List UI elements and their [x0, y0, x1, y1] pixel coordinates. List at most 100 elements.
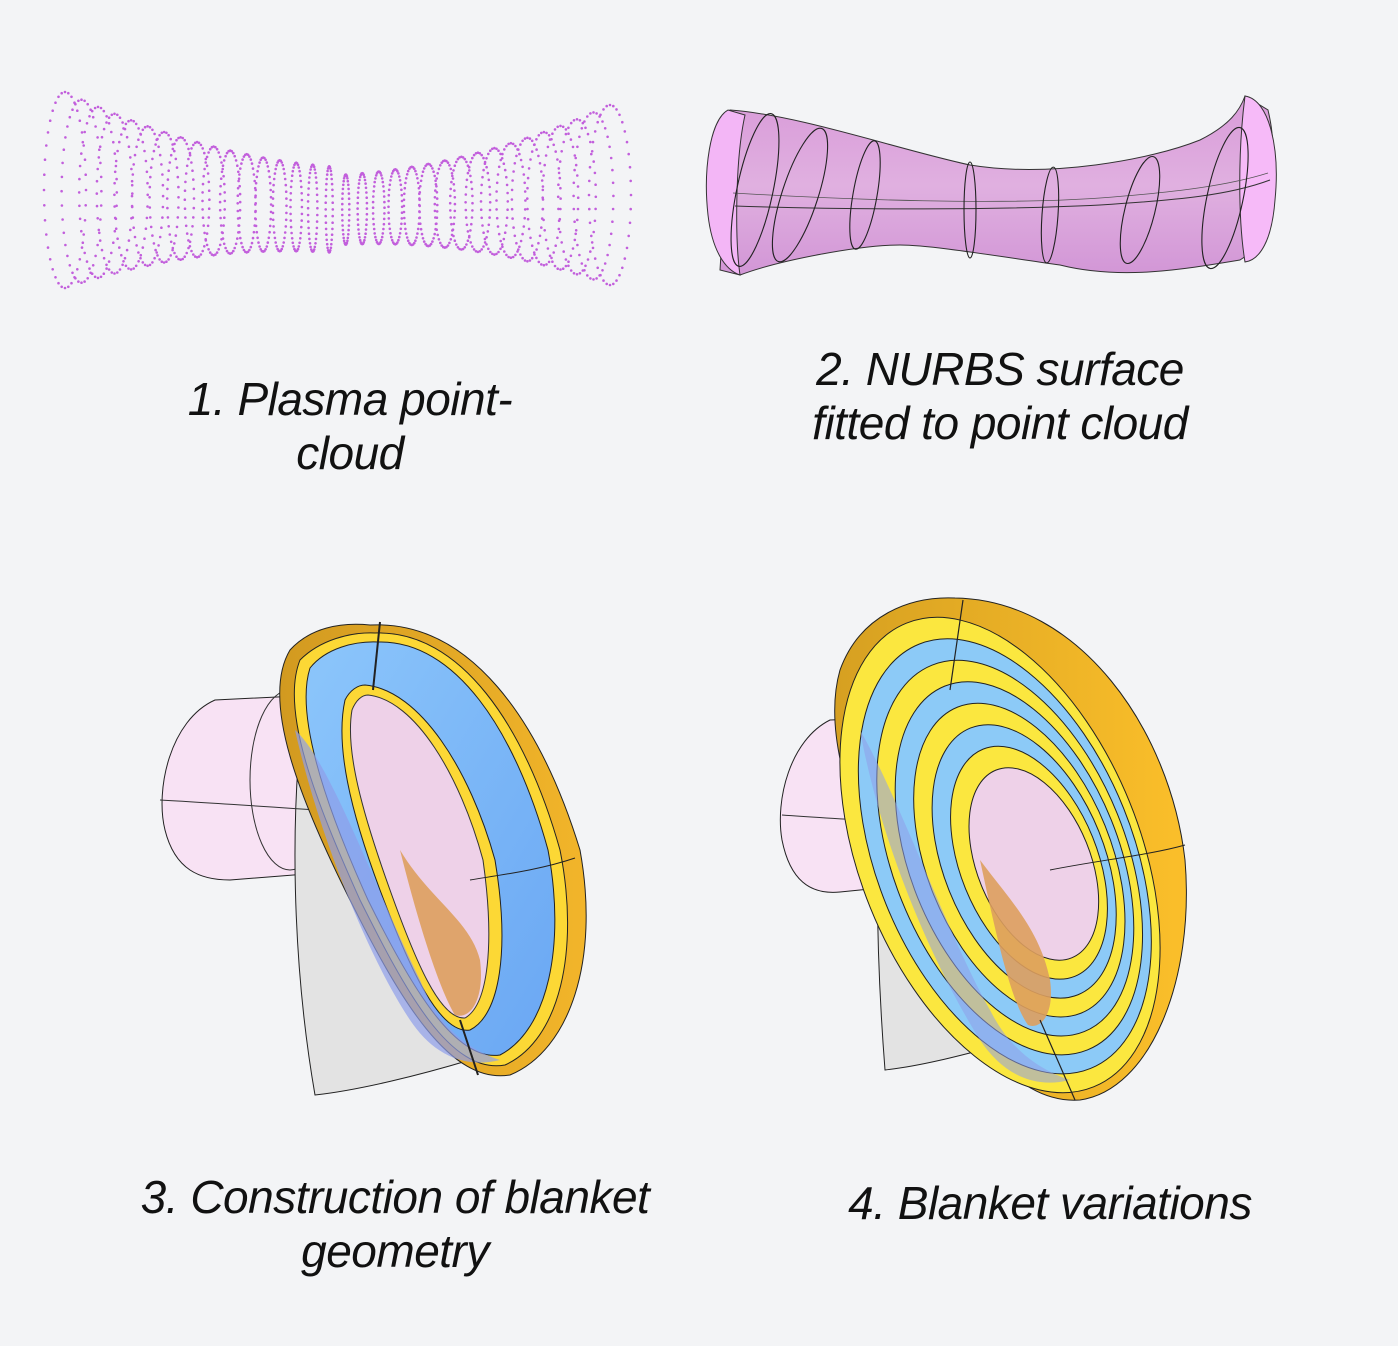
cloud-point [499, 158, 503, 162]
cloud-point [223, 199, 227, 203]
cloud-point [124, 264, 128, 268]
cloud-point [192, 197, 196, 200]
cloud-point [255, 230, 259, 234]
cloud-point [162, 261, 166, 264]
cloud-point [146, 205, 149, 208]
cloud-point [63, 90, 67, 94]
cloud-point [225, 249, 229, 253]
cloud-point [248, 248, 251, 252]
cloud-point [115, 204, 118, 208]
cloud-point [497, 250, 500, 254]
cloud-point [80, 229, 83, 233]
cloud-point [583, 120, 586, 123]
cloud-point [623, 257, 627, 260]
cloud-point [139, 132, 142, 136]
cloud-point [572, 181, 576, 185]
cloud-point [449, 194, 452, 198]
cloud-point [315, 181, 318, 184]
cloud-point [389, 232, 392, 235]
cloud-point [420, 174, 424, 178]
cloud-point [274, 167, 278, 171]
cloud-point [515, 154, 518, 158]
cloud-point [176, 216, 180, 219]
cloud-point [365, 218, 369, 221]
cloud-point [141, 261, 145, 264]
cloud-point [175, 138, 178, 142]
cloud-point [493, 146, 496, 150]
cloud-point [541, 196, 544, 199]
cloud-point [290, 237, 294, 240]
cloud-point [236, 164, 239, 167]
cloud-point [372, 195, 375, 198]
cloud-point [192, 206, 196, 210]
cloud-point [487, 178, 491, 182]
cloud-point [152, 242, 156, 245]
cloud-point [61, 218, 64, 221]
cloud-point [599, 273, 602, 277]
cloud-point [419, 227, 423, 231]
cloud-point [299, 237, 302, 240]
cloud-point [83, 251, 86, 255]
cloud-point [105, 115, 108, 118]
cloud-point [331, 194, 334, 198]
nurbs-spine [734, 179, 1271, 210]
cloud-point [156, 254, 159, 257]
cloud-point [149, 225, 153, 229]
cloud-point [220, 231, 224, 234]
cloud-point [434, 183, 438, 186]
cloud-point [237, 224, 240, 227]
cloud-point [266, 165, 270, 168]
cloud-point [418, 203, 421, 207]
section-line [1039, 1019, 1076, 1101]
cloud-point [199, 253, 203, 256]
cloud-point [567, 132, 570, 135]
cloud-point [77, 191, 81, 194]
cloud-point [121, 121, 124, 124]
cloud-point [281, 163, 285, 167]
cloud-point [171, 248, 174, 252]
cloud-point [356, 207, 359, 210]
cloud-point [364, 228, 368, 231]
cloud-point [497, 232, 501, 236]
cloud-point [347, 228, 350, 232]
cloud-point [380, 235, 384, 239]
cloud-point [99, 175, 103, 179]
cloud-point [572, 194, 575, 198]
cloud-point [153, 256, 156, 260]
cloud-point [272, 231, 276, 234]
cloud-point [137, 251, 140, 254]
cloud-point [130, 167, 133, 171]
cloud-point [522, 173, 526, 176]
cloud-point [509, 141, 513, 145]
cloud-point [96, 276, 100, 280]
cloud-point [222, 174, 225, 178]
cloud-point [143, 149, 146, 153]
cloud-point [324, 221, 328, 224]
cloud-point [340, 208, 344, 211]
cloud-point [513, 234, 517, 238]
cloud-point [358, 175, 362, 179]
cloud-point [254, 181, 258, 185]
cloud-point [129, 156, 132, 159]
cloud-point [113, 152, 117, 155]
cloud-point [83, 158, 87, 161]
cloud-point [233, 246, 236, 250]
cloud-point [127, 239, 131, 242]
cloud-point [548, 254, 552, 258]
cloud-point [418, 210, 421, 213]
cloud-point [284, 183, 288, 187]
cloud-point [469, 174, 472, 178]
cloud-point [390, 235, 393, 239]
cloud-point [177, 136, 180, 140]
cloud-point [107, 116, 111, 119]
cloud-point [316, 213, 319, 217]
cloud-point [60, 285, 63, 289]
cloud-point [399, 183, 403, 187]
cloud-point [151, 157, 154, 161]
cloud-point [390, 172, 394, 175]
cloud-point [342, 179, 346, 183]
cloud-point [166, 187, 169, 191]
cloud-point [342, 239, 346, 243]
cloud-point [523, 208, 527, 211]
cloud-point [528, 259, 532, 262]
